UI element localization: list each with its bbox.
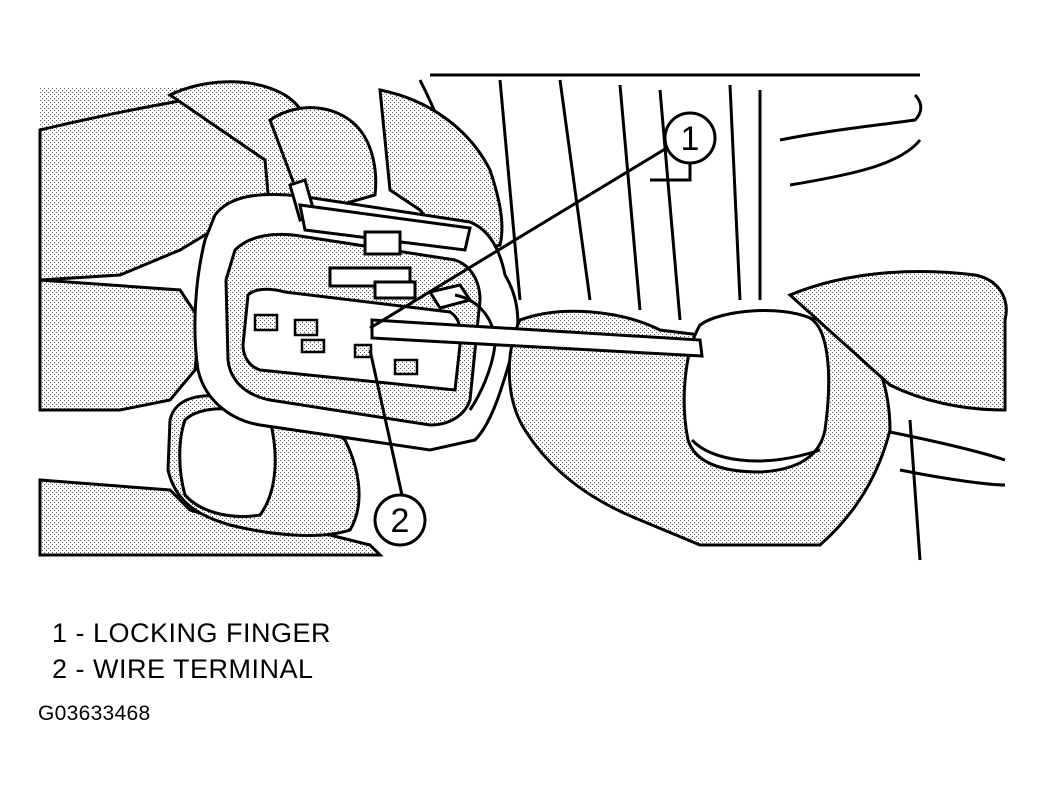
- leader-line-1: [369, 141, 676, 330]
- callout-1: 1: [663, 111, 717, 165]
- legend-item-wire-terminal: 2 - WIRE TERMINAL: [52, 654, 314, 684]
- figure-id: G03633468: [38, 702, 151, 725]
- right-thumb-nail-edge: [690, 438, 821, 463]
- callout-2: 2: [373, 493, 427, 547]
- hand-palm-top: [378, 88, 504, 262]
- leader-line-2: [368, 349, 404, 496]
- connector-illustration: 1 2: [38, 73, 1008, 561]
- thumb-top: [268, 106, 378, 207]
- lower-left-hand: [38, 278, 202, 412]
- callout-2-number: 2: [391, 502, 410, 540]
- callout-1-number: 1: [681, 120, 700, 158]
- right-hand-back: [787, 270, 1008, 412]
- connector-body: [193, 178, 520, 452]
- pick-tool: [370, 318, 704, 358]
- right-thumb: [682, 309, 831, 474]
- legend-item-locking-finger: 1 - LOCKING FINGER: [52, 618, 332, 648]
- legend: 1 - LOCKING FINGER 2 - WIRE TERMINAL: [52, 615, 331, 687]
